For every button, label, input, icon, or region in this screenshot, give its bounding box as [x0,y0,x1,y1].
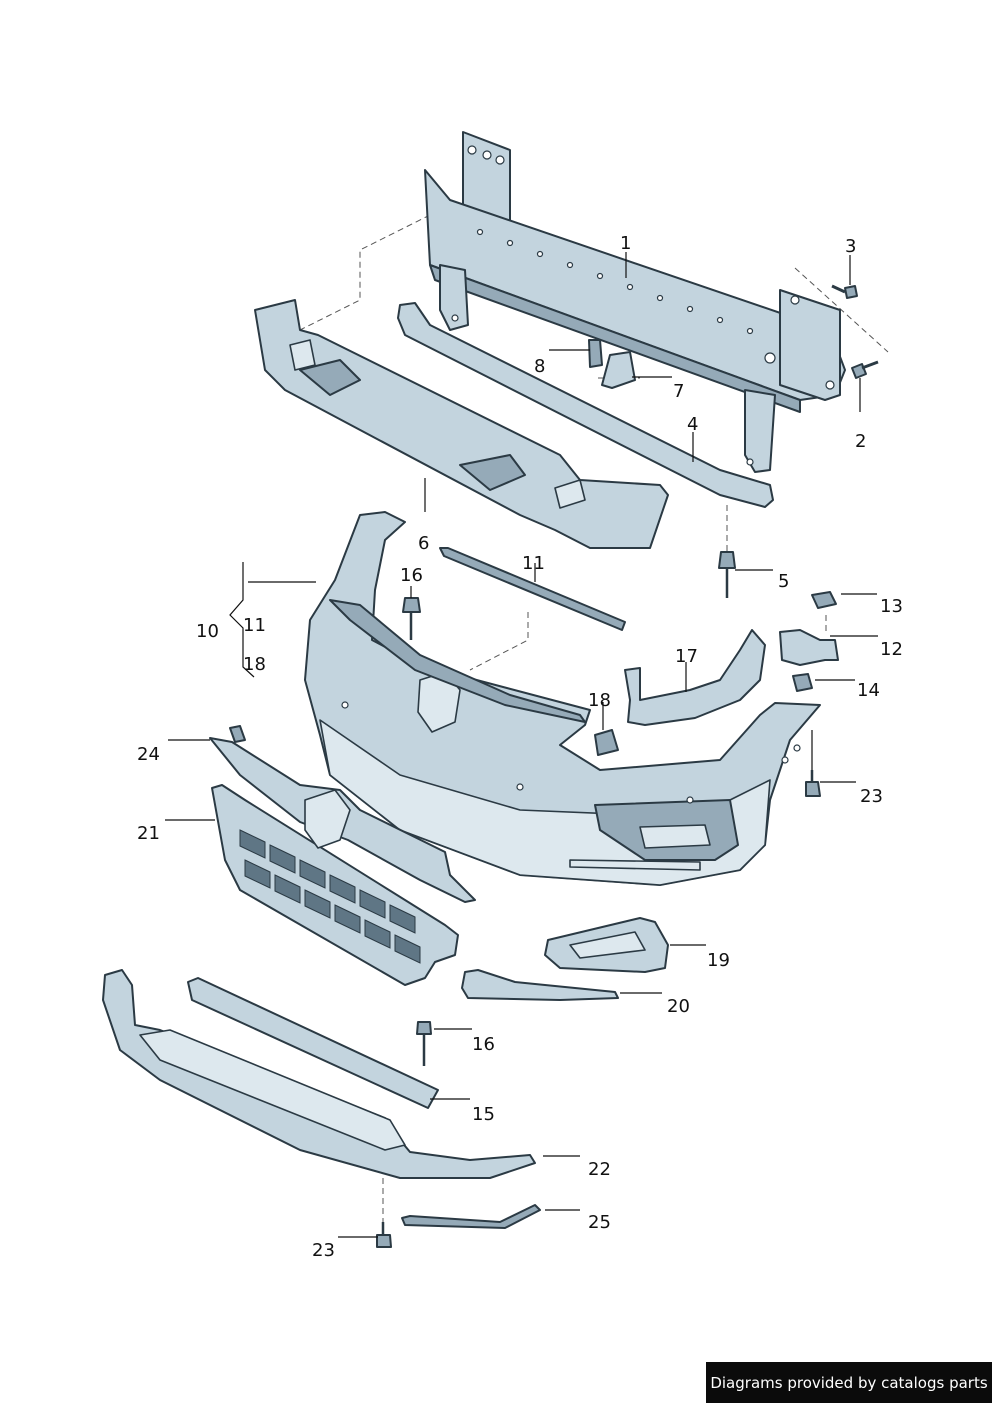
callout-18: 18 [588,690,611,711]
callout-25: 25 [588,1212,611,1233]
part-13-nut [811,591,837,609]
callout-23-bottom: 23 [312,1240,335,1261]
callout-6: 6 [418,533,429,554]
part-4-impact-bar [397,302,774,508]
part-23-bolt-lower [376,1222,392,1248]
callout-19: 19 [707,950,730,971]
callout-12: 12 [880,639,903,660]
grille-cells [239,829,421,964]
callout-10: 10 [196,621,219,642]
part-20-trim [461,969,619,1001]
callout-2: 2 [855,431,866,452]
footer-text: Diagrams provided by catalogs parts [710,1373,988,1392]
part-1-cross-member [424,131,846,473]
part-6-energy-absorber [254,299,669,549]
part-8-clip [588,339,603,368]
callout-7: 7 [673,381,684,402]
part-25-trim-strip [401,1204,541,1229]
callout-20: 20 [667,996,690,1017]
part-24-upper-grille [209,725,476,903]
callout-11-top: 11 [522,553,545,574]
part-11-trim-strip [439,547,626,631]
callout-4: 4 [687,414,698,435]
cross-member-holes [451,145,835,466]
callouts: 1 3 2 4 8 7 6 5 11 16 10 11 18 13 12 14 … [137,233,903,1261]
part-5-rivet [718,551,736,598]
callout-22: 22 [588,1159,611,1180]
callout-16-bottom: 16 [472,1034,495,1055]
part-2-bolt [851,360,879,379]
part-17-guide-bracket [624,629,766,726]
part-3-bolt [831,284,858,299]
callout-5: 5 [778,571,789,592]
callout-17: 17 [675,646,698,667]
callout-8: 8 [534,356,545,377]
callout-13: 13 [880,596,903,617]
callout-24: 24 [137,744,160,765]
part-10-bumper-cover [304,511,821,886]
callout-3: 3 [845,236,856,257]
part-16-screw-lower [416,1021,432,1066]
callout-15: 15 [472,1104,495,1125]
leader-lines [165,252,878,1238]
callout-1: 1 [620,233,631,254]
part-18-clip [594,729,619,756]
part-14-nut [792,673,813,692]
part-7-bracket [601,351,636,389]
callout-21: 21 [137,823,160,844]
callout-18-group: 18 [243,654,266,675]
part-23-bolt-upper [805,770,821,797]
part-16-screw-upper [402,597,421,640]
callout-16-top: 16 [400,565,423,586]
callout-23-right: 23 [860,786,883,807]
callout-14: 14 [857,680,880,701]
part-12-bracket [779,629,839,666]
part-22-spoiler [102,969,536,1179]
callout-11-group: 11 [243,615,266,636]
part-19-fog-bezel [544,917,669,973]
footer-banner: Diagrams provided by catalogs parts [706,1362,992,1403]
part-21-lower-grille [211,784,459,986]
